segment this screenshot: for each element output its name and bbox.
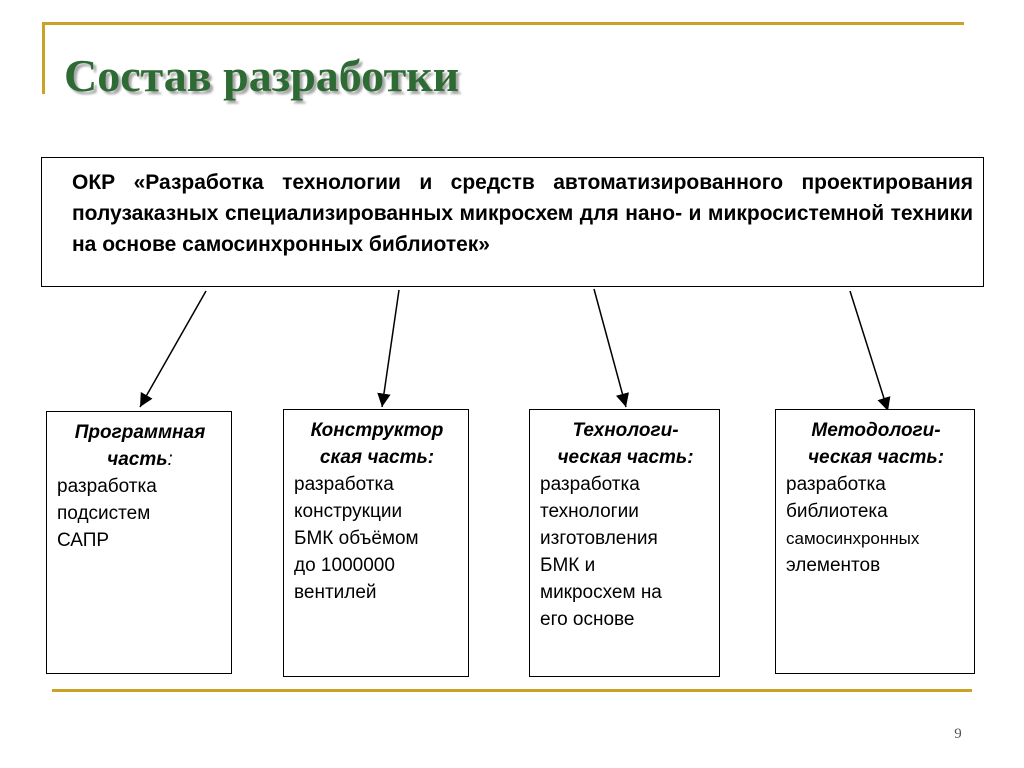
slide-title: Состав разработки: [64, 50, 460, 101]
methodology-part-description: разработка библиотека самосинхронных эле…: [786, 474, 920, 576]
design-part-heading: Конструктор ская часть:: [310, 420, 444, 468]
main-project-text: ОКР «Разработка технологии и средств авт…: [72, 171, 973, 256]
design-part-description: разработка конструкции БМК объёмом до 10…: [294, 474, 419, 603]
technology-part-box: Технологи- ческая часть: разработка техн…: [529, 409, 720, 677]
page-number: 9: [954, 726, 962, 742]
technology-part-description: разработка технологии изготовления БМК и…: [540, 474, 662, 630]
arrow-to-methodology-part: [849, 290, 891, 412]
top-decor-line: [42, 22, 964, 25]
design-part-box: Конструктор ская часть: разработка конст…: [283, 409, 469, 677]
arrow-to-design-part: [377, 289, 400, 408]
technology-part-heading: Технологи- ческая часть:: [557, 420, 694, 468]
software-part-box: Программная часть: разработка подсистем …: [46, 411, 232, 674]
bottom-decor-line: [52, 689, 972, 692]
arrow-to-technology-part: [593, 288, 629, 408]
methodology-part-heading: Методологи- ческая часть:: [807, 420, 945, 468]
left-decor-line: [42, 22, 45, 94]
software-part-heading: Программная часть:: [74, 422, 206, 470]
arrow-to-software-part: [139, 290, 207, 408]
methodology-part-box: Методологи- ческая часть: разработка биб…: [775, 409, 975, 674]
software-part-description: разработка подсистем САПР: [57, 476, 157, 551]
main-project-box: ОКР «Разработка технологии и средств авт…: [41, 157, 984, 287]
